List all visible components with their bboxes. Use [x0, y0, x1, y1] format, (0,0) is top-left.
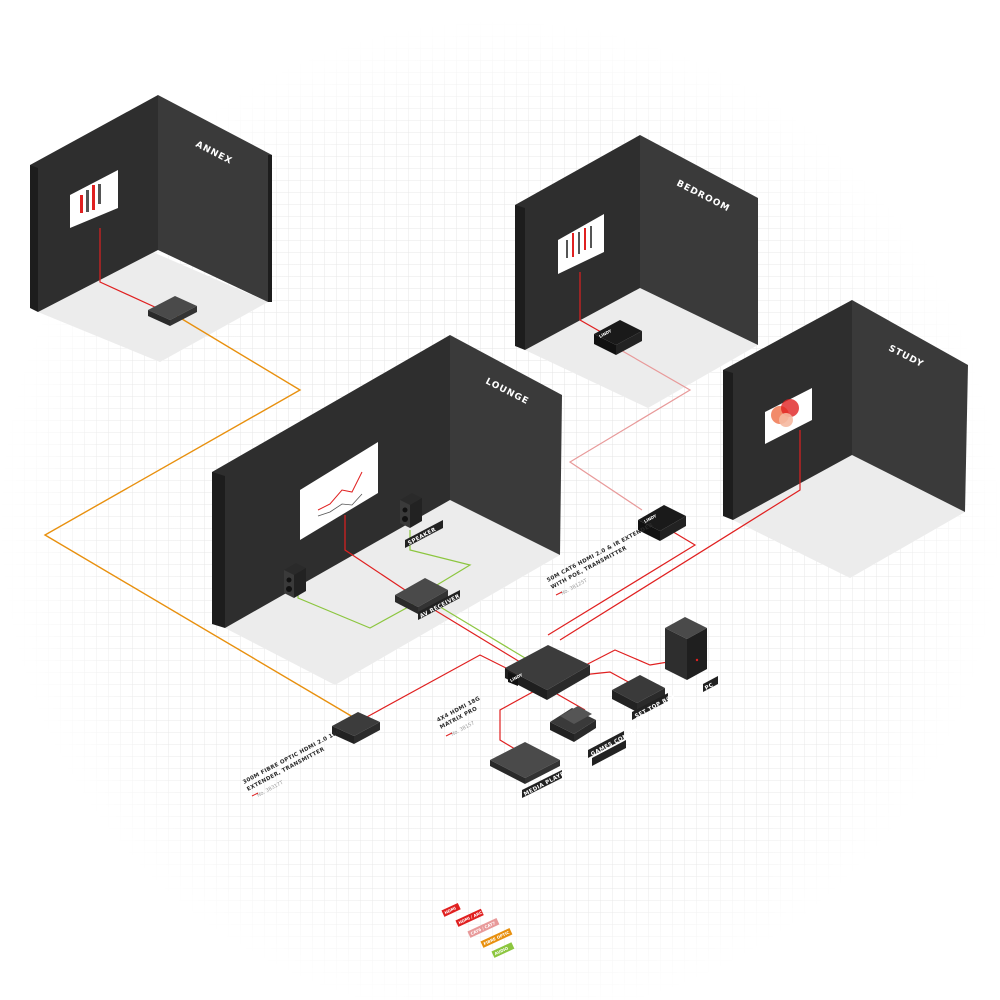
bedroom-screen	[558, 214, 604, 274]
cat6-tx-hdmi-cable	[547, 529, 697, 636]
annex-hdmi-cable	[99, 228, 171, 315]
study-hdmi-cable	[559, 430, 801, 641]
legend-hdmi: HDMI	[441, 902, 461, 917]
lounge-hdmi-cable	[344, 515, 406, 591]
cat6-transmitter: LINDY	[638, 505, 686, 541]
fibre-cable	[43, 315, 359, 721]
media-player: MEDIA PLAYER	[490, 742, 570, 798]
svg-text:LINDY: LINDY	[598, 328, 612, 339]
hdmi-matrix: LINDY	[505, 645, 590, 700]
pc-tower: PC	[665, 617, 718, 692]
legend-audio: AUDIO	[491, 942, 515, 958]
room-study: STUDY	[723, 300, 968, 578]
svg-text:LINDY: LINDY	[509, 672, 523, 683]
arc-cable-hdmi	[427, 605, 521, 663]
media-player-cable	[499, 687, 541, 753]
speaker-left	[284, 563, 306, 598]
pc-label: PC	[704, 682, 715, 691]
room-bedroom: BEDROOM	[515, 135, 758, 408]
room-lounge: LOUNGE	[212, 335, 562, 685]
bedroom-receiver: LINDY	[594, 320, 642, 355]
svg-text:AUDIO: AUDIO	[494, 945, 510, 956]
svg-text:HDMI: HDMI	[444, 905, 458, 915]
arc-cable-audio	[431, 601, 526, 659]
fibre-transmitter	[332, 712, 380, 744]
cat6-cable	[568, 344, 692, 511]
annex-receiver	[148, 296, 197, 326]
svg-text:LINDY: LINDY	[643, 513, 657, 524]
bedroom-hdmi-cable	[579, 272, 609, 337]
speaker-right	[400, 493, 422, 528]
